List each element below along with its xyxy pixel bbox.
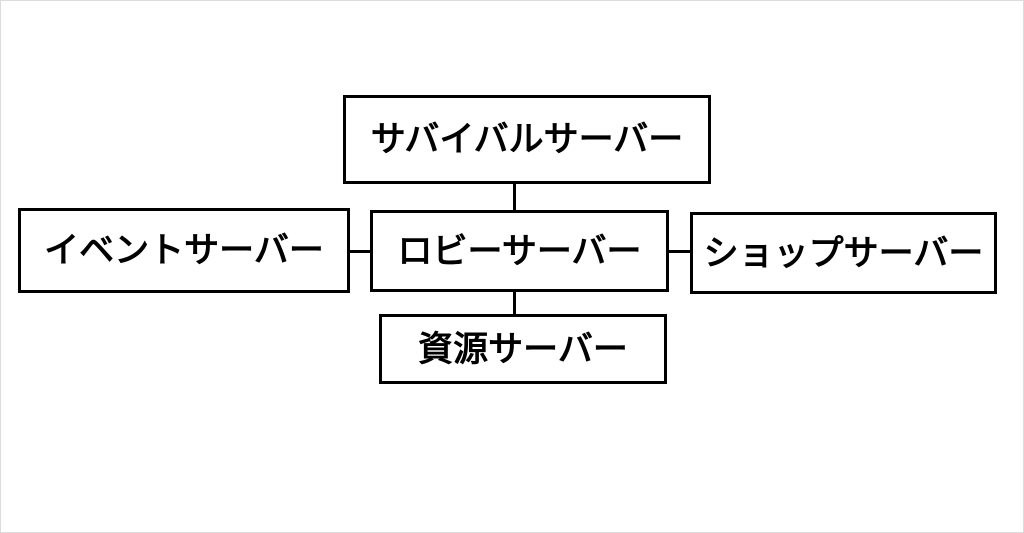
node-survival-server: サバイバルサーバー	[343, 95, 711, 184]
node-lobby-server-label: ロビーサーバー	[397, 230, 642, 272]
connector-lobby-resource	[513, 292, 516, 314]
node-event-server-label: イベントサーバー	[44, 230, 324, 271]
connector-lobby-shop	[669, 250, 690, 253]
node-survival-server-label: サバイバルサーバー	[370, 119, 684, 160]
node-shop-server-label: ショップサーバー	[703, 232, 984, 274]
node-resource-server-label: 資源サーバー	[418, 328, 628, 370]
connector-lobby-survival	[513, 184, 516, 210]
node-lobby-server: ロビーサーバー	[370, 210, 669, 292]
node-resource-server: 資源サーバー	[379, 314, 667, 384]
node-event-server: イベントサーバー	[18, 208, 350, 293]
node-shop-server: ショップサーバー	[690, 212, 997, 294]
connector-lobby-event	[350, 250, 370, 253]
